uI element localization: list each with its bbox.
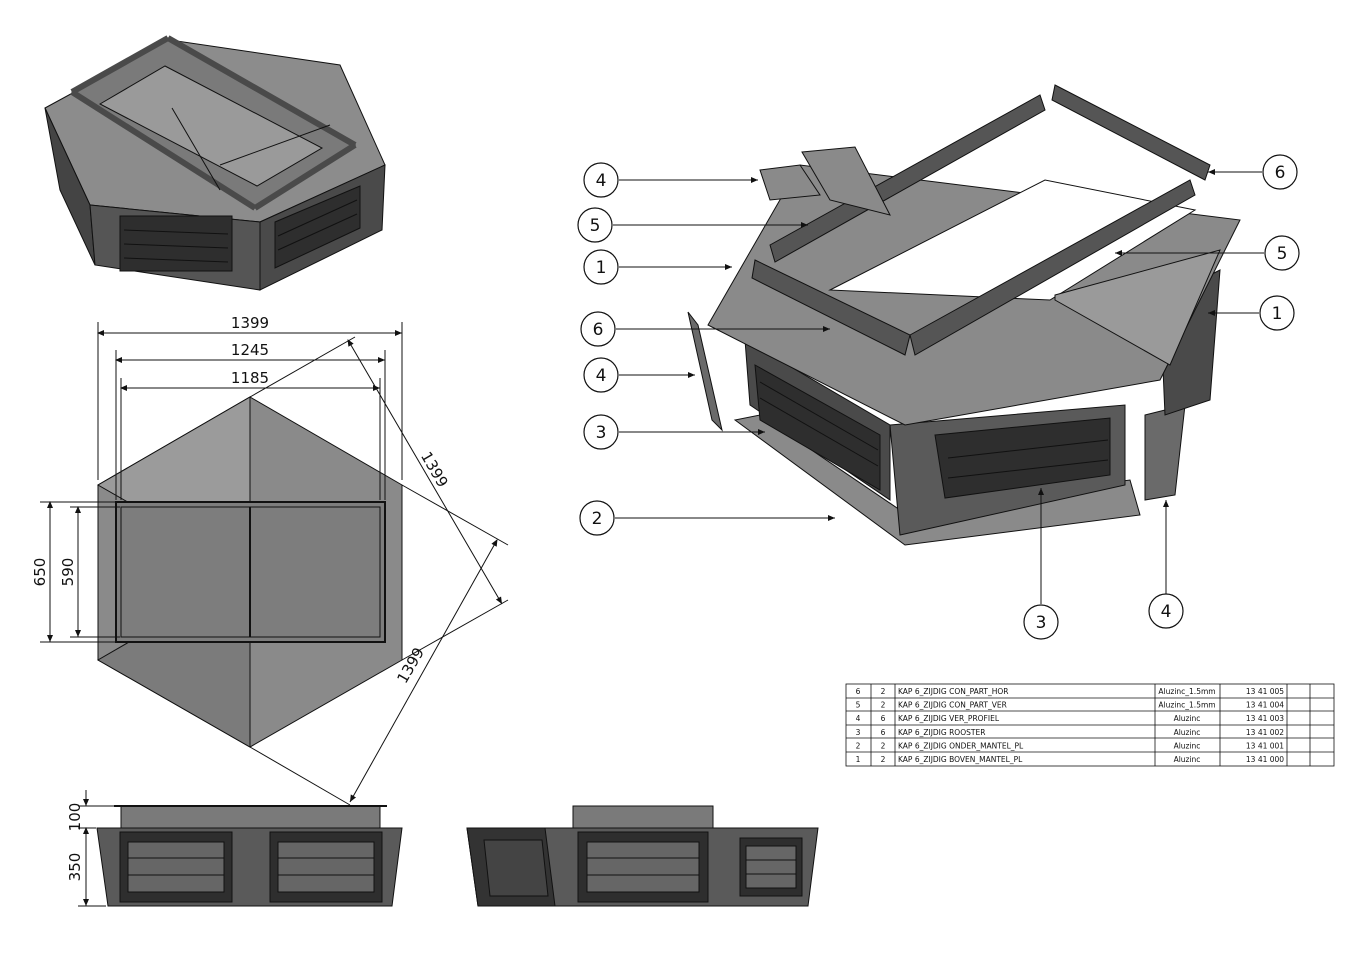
cell-qty: 2: [881, 755, 886, 764]
balloon-b-6-left: 6: [580, 311, 616, 347]
cell-material: Aluzinc: [1174, 741, 1201, 750]
dim-width-outer: 1399: [231, 314, 269, 332]
cell-number: 13 41 001: [1246, 741, 1284, 750]
dim-body-height: 350: [66, 853, 84, 882]
cell-pos: 4: [856, 714, 861, 723]
iso-view-small: [44, 35, 386, 291]
balloon-group: 4 5 1 6 4 3 2 6 5 1 3 4: [577, 154, 1300, 640]
balloon-b-3-bottom: 3: [1023, 604, 1059, 640]
front-view-left: [96, 805, 403, 907]
balloon-leaders: [613, 169, 1264, 604]
balloon-b-5-left: 5: [577, 207, 613, 243]
cell-qty: 2: [881, 687, 886, 696]
cell-number: 13 41 003: [1246, 714, 1284, 723]
top-view: [96, 396, 403, 748]
front-view-right: [466, 805, 819, 907]
cell-qty: 6: [881, 728, 886, 737]
cell-pos: 6: [856, 687, 861, 696]
cell-name: KAP 6_ZIJDIG CON_PART_HOR: [898, 687, 1009, 696]
dim-height-inner: 590: [59, 558, 77, 587]
top-view-dimensions: [40, 322, 509, 806]
cell-name: KAP 6_ZIJDIG VER_PROFIEL: [898, 714, 1000, 723]
balloon-b-4-bottom: 4: [1148, 593, 1184, 629]
table-row: 4 6 KAP 6_ZIJDIG VER_PROFIEL Aluzinc 13 41 0…: [856, 714, 1285, 723]
cell-name: KAP 6_ZIJDIG CON_PART_VER: [898, 701, 1007, 710]
balloon-b-2-left: 2: [579, 500, 615, 536]
table-row: 3 6 KAP 6_ZIJDIG ROOSTER Aluzinc 13 41 002: [856, 728, 1285, 737]
balloon-label: 1: [1272, 304, 1283, 324]
cell-name: KAP 6_ZIJDIG ROOSTER: [898, 728, 985, 737]
front-view-dimensions: [78, 790, 118, 907]
parts-list-rows: 6 2 KAP 6_ZIJDIG CON_PART_HOR Aluzinc_1.5mm…: [856, 687, 1285, 764]
balloon-label: 5: [1277, 244, 1288, 264]
cell-number: 13 41 004: [1246, 701, 1284, 710]
balloon-b-3-left: 3: [583, 414, 619, 450]
table-row: 5 2 KAP 6_ZIJDIG CON_PART_VER Aluzinc_1.5mm…: [856, 701, 1285, 710]
table-row: 2 2 KAP 6_ZIJDIG ONDER_MANTEL_PL Aluzinc 13 …: [856, 741, 1285, 750]
cell-material: Aluzinc: [1174, 714, 1201, 723]
balloon-label: 3: [596, 423, 607, 443]
balloon-label: 6: [593, 320, 604, 340]
cell-material: Aluzinc_1.5mm: [1158, 701, 1215, 710]
parts-list-table: [845, 683, 1335, 767]
cell-name: KAP 6_ZIJDIG BOVEN_MANTEL_PL: [898, 755, 1023, 764]
cell-number: 13 41 002: [1246, 728, 1284, 737]
cell-qty: 6: [881, 714, 886, 723]
balloon-label: 4: [1161, 602, 1172, 622]
dim-diag-upper: 1399: [417, 448, 452, 490]
cell-qty: 2: [881, 741, 886, 750]
dim-top-height: 100: [66, 803, 84, 832]
cell-pos: 1: [856, 755, 861, 764]
dim-width-inner: 1185: [231, 369, 269, 387]
table-row: 6 2 KAP 6_ZIJDIG CON_PART_HOR Aluzinc_1.5mm…: [856, 687, 1285, 696]
balloon-b-1-right: 1: [1259, 295, 1295, 331]
cell-material: Aluzinc: [1174, 728, 1201, 737]
balloon-b-4-top: 4: [583, 162, 619, 198]
cell-number: 13 41 005: [1246, 687, 1284, 696]
cell-material: Aluzinc: [1174, 755, 1201, 764]
dim-height-outer: 650: [31, 558, 49, 587]
cell-pos: 3: [856, 728, 861, 737]
dim-width-mid: 1245: [231, 341, 269, 359]
balloon-b-1-left: 1: [583, 249, 619, 285]
cell-pos: 5: [856, 701, 861, 710]
balloon-b-5-right: 5: [1264, 235, 1300, 271]
balloon-label: 4: [596, 366, 607, 386]
cell-pos: 2: [856, 741, 861, 750]
balloon-label: 4: [596, 171, 607, 191]
balloon-label: 2: [592, 509, 603, 529]
exploded-view: [687, 84, 1241, 546]
balloon-label: 1: [596, 258, 607, 278]
balloon-label: 3: [1036, 613, 1047, 633]
balloon-label: 5: [590, 216, 601, 236]
table-row: 1 2 KAP 6_ZIJDIG BOVEN_MANTEL_PL Aluzinc 13 …: [856, 755, 1285, 764]
balloon-label: 6: [1275, 163, 1286, 183]
cell-name: KAP 6_ZIJDIG ONDER_MANTEL_PL: [898, 741, 1024, 750]
cell-qty: 2: [881, 701, 886, 710]
balloon-b-4-mid: 4: [583, 357, 619, 393]
cell-number: 13 41 000: [1246, 755, 1284, 764]
balloon-b-6-right: 6: [1262, 154, 1298, 190]
cell-material: Aluzinc_1.5mm: [1158, 687, 1215, 696]
